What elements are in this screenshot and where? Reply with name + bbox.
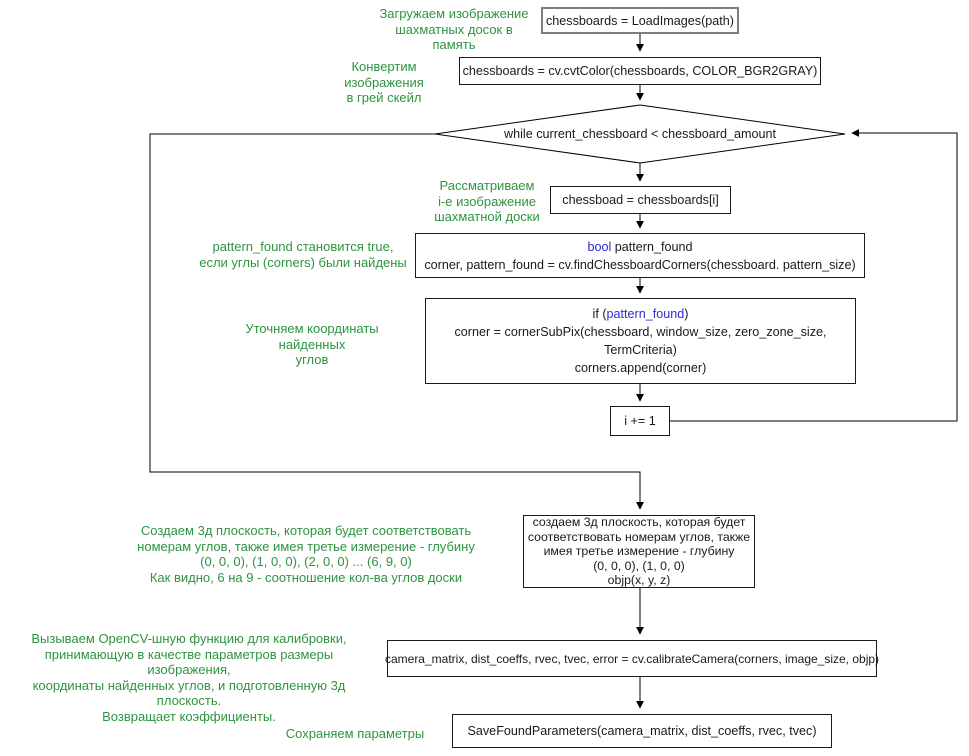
node-refine-corners: if (pattern_found) corner = cornerSubPix…	[425, 298, 856, 384]
find-corners-call: corner, pattern_found = cv.findChessboar…	[424, 257, 856, 272]
node-load-images: chessboards = LoadImages(path)	[541, 7, 739, 34]
node-calibrate: camera_matrix, dist_coeffs, rvec, tvec, …	[384, 640, 880, 677]
node-save-parameters-label: SaveFoundParameters(camera_matrix, dist_…	[467, 724, 817, 738]
node-increment-label: i += 1	[624, 414, 656, 428]
node-cvtcolor: chessboards = cv.cvtColor(chessboards, C…	[459, 57, 821, 85]
refine-corners-if: if (pattern_found)	[592, 307, 689, 321]
while-decision-diamond	[434, 104, 846, 164]
while-decision-label: while current_chessboard < chessboard_am…	[504, 127, 776, 141]
node-cvtcolor-label: chessboards = cv.cvtColor(chessboards, C…	[462, 64, 818, 78]
annotation-iterate: Рассматриваем i-е изображение шахматной …	[434, 178, 540, 224]
node-increment: i += 1	[610, 406, 670, 436]
node-select-image: chessboad = chessboards[i]	[550, 186, 731, 214]
node-load-images-label: chessboards = LoadImages(path)	[546, 13, 734, 28]
find-corners-declaration: bool pattern_found	[587, 239, 693, 254]
node-select-image-label: chessboad = chessboards[i]	[562, 193, 719, 207]
node-calibrate-label: camera_matrix, dist_coeffs, rvec, tvec, …	[384, 651, 880, 666]
node-save-parameters: SaveFoundParameters(camera_matrix, dist_…	[452, 714, 832, 748]
refine-corners-call: corner = cornerSubPix(chessboard, window…	[454, 325, 827, 357]
annotation-create-plane: Создаем 3д плоскость, которая будет соот…	[137, 523, 475, 585]
node-find-corners: bool pattern_found corner, pattern_found…	[415, 233, 865, 278]
annotation-save: Сохраняем параметры	[285, 726, 425, 741]
annotation-convert: Конвертим изображения в грей скейл	[344, 59, 424, 105]
annotation-refine: Уточняем координаты найденных углов	[245, 321, 379, 367]
node-create-plane: создаем 3д плоскость, которая будет соот…	[523, 515, 755, 588]
annotation-calibrate: Вызываем OpenCV-шную функцию для калибро…	[31, 631, 347, 724]
refine-corners-append: corners.append(corner)	[574, 361, 707, 375]
annotation-load: Загружаем изображение шахматных досок в …	[379, 6, 529, 52]
annotation-pattern-found: pattern_found становится true, если углы…	[199, 239, 407, 270]
node-create-plane-label: создаем 3д плоскость, которая будет соот…	[527, 515, 751, 588]
